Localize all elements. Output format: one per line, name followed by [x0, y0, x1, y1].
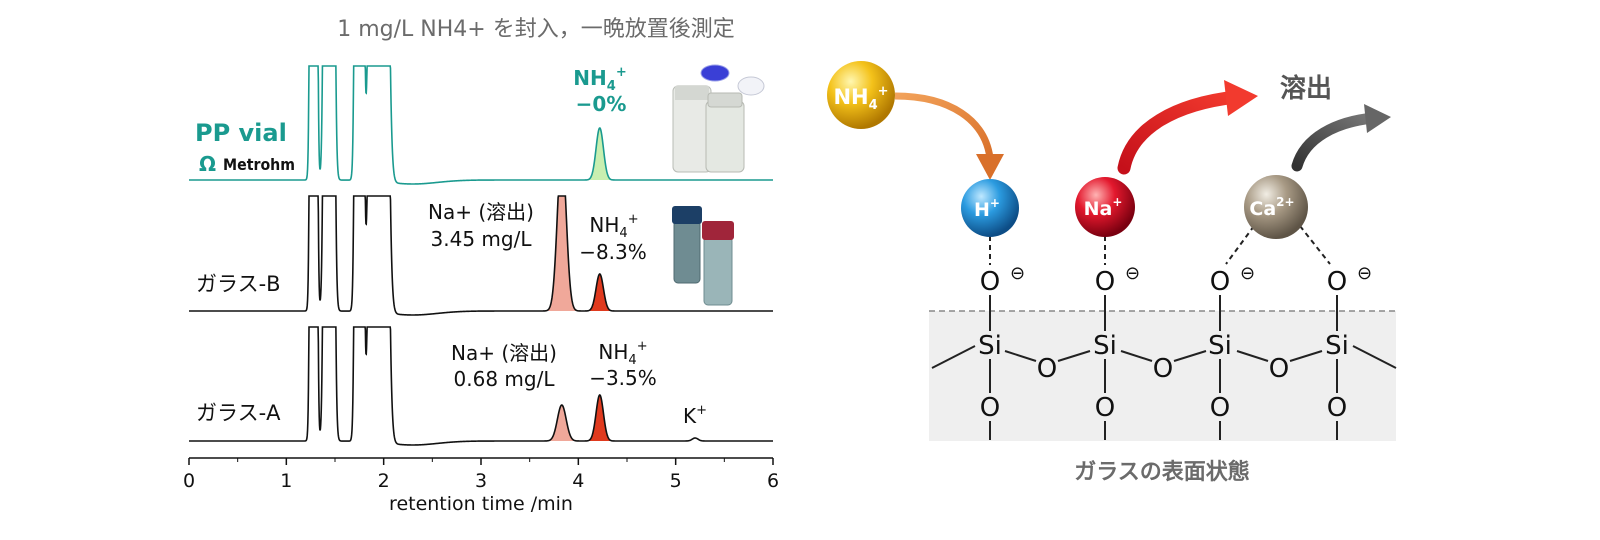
glass-surface-region	[929, 311, 1396, 441]
si-atom: Si	[978, 331, 1002, 361]
h-ion-sphere: H+	[961, 179, 1019, 237]
lower-oxygen: O	[980, 393, 1000, 423]
svg-text:O: O	[980, 267, 1000, 297]
lower-oxygen: O	[1095, 393, 1115, 423]
glassa-nh4-label: NH4+	[598, 339, 647, 368]
series-label-pp-vial: PP vial	[195, 119, 287, 147]
ca-elution-arrowhead	[1364, 104, 1391, 133]
elution-label: 溶出	[1280, 73, 1332, 104]
x-tick-label: 6	[767, 470, 779, 492]
omega-icon: Ω	[199, 152, 216, 176]
na-elution-arrowhead	[1224, 80, 1258, 116]
na-ion-sphere: Na+	[1075, 177, 1135, 237]
pp-nh4-label: NH4+	[573, 65, 626, 94]
silicate-bonds	[931, 295, 1397, 440]
svg-text:O: O	[1327, 267, 1347, 297]
metrohm-wordmark: Metrohm	[223, 155, 295, 174]
chromatogram-line	[189, 65, 773, 185]
glassa-na-value: 0.68 mg/L	[454, 367, 556, 391]
peak-area	[587, 128, 612, 180]
ca-elution-arrow	[1291, 112, 1379, 172]
glassb-na-value: 3.45 mg/L	[431, 227, 533, 251]
x-tick-label: 3	[475, 470, 487, 492]
nh4-exchange-arrowhead	[976, 154, 1004, 180]
minus-charge-icon: ⊖	[1125, 263, 1140, 284]
glassa-na-label: Na+ (溶出)	[451, 341, 557, 365]
peak-area	[587, 395, 612, 441]
glassb-na-label: Na+ (溶出)	[428, 200, 534, 224]
si-atom: Si	[1208, 331, 1232, 361]
peak-area	[587, 274, 612, 311]
si-atom: Si	[1093, 331, 1117, 361]
glassa-k-label: K+	[683, 403, 707, 428]
si-atom: Si	[1325, 331, 1349, 361]
metrohm-logo: Ω Metrohm	[199, 152, 295, 176]
minus-charge-icon: ⊖	[1240, 263, 1255, 284]
nh4-exchange-arrow	[894, 92, 994, 159]
x-tick-label: 1	[280, 470, 292, 492]
pp-vials-illustration	[672, 64, 765, 173]
glassb-nh4-value: −8.3%	[579, 240, 647, 264]
series-label-glass-b: ガラス-B	[196, 272, 281, 296]
peak-area	[547, 405, 576, 441]
glass-surface-diagram: Si Si Si Si O O O O O O O O ⊖ O ⊖ O ⊖ O …	[827, 61, 1397, 485]
chromatogram-line	[189, 326, 773, 446]
x-axis: 0 1 2 3 4 5 6	[183, 457, 779, 492]
na-elution-arrow	[1117, 90, 1243, 175]
series-label-glass-a: ガラス-A	[196, 401, 281, 425]
x-tick-label: 2	[378, 470, 390, 492]
minus-charge-icon: ⊖	[1010, 263, 1025, 284]
x-axis-label: retention time /min	[389, 493, 573, 515]
x-tick-label: 4	[572, 470, 584, 492]
glass-vials-illustration	[672, 206, 734, 306]
oxygen-anion: O ⊖	[1210, 263, 1255, 297]
peak-area	[547, 196, 576, 311]
lower-oxygen: O	[1210, 393, 1230, 423]
chromatogram-line	[189, 195, 773, 316]
nh4-ion-sphere: NH4+	[827, 61, 895, 129]
chart-title: 1 mg/L NH4+ を封入，一晩放置後測定	[337, 17, 734, 42]
glassb-nh4-label: NH4+	[589, 212, 638, 241]
bridge-oxygen: O	[1269, 354, 1289, 384]
chromatogram-traces	[189, 65, 773, 446]
bridge-oxygen: O	[1153, 354, 1173, 384]
glassa-nh4-value: −3.5%	[589, 366, 657, 390]
svg-text:O: O	[1210, 267, 1230, 297]
svg-text:O: O	[1095, 267, 1115, 297]
minus-charge-icon: ⊖	[1357, 263, 1372, 284]
x-tick-label: 5	[670, 470, 682, 492]
bridge-oxygen: O	[1037, 354, 1057, 384]
oxygen-anion: O ⊖	[980, 263, 1025, 297]
oxygen-anion: O ⊖	[1327, 263, 1372, 297]
pp-nh4-value: −0%	[576, 92, 627, 116]
ion-bond-dashes	[989, 225, 1331, 265]
lower-oxygen: O	[1327, 393, 1347, 423]
ca-ion-sphere: Ca2+	[1244, 175, 1308, 239]
x-tick-label: 0	[183, 470, 195, 492]
diagram-caption: ガラスの表面状態	[1074, 459, 1250, 485]
oxygen-anion: O ⊖	[1095, 263, 1140, 297]
